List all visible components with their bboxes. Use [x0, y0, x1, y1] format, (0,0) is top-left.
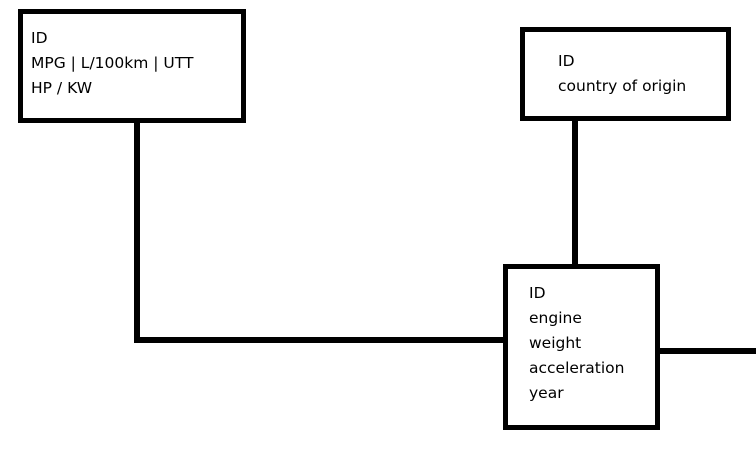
entity-attribute: engine — [529, 309, 582, 327]
entity-attribute: country of origin — [558, 77, 687, 95]
entity-attribute: acceleration — [529, 359, 625, 377]
connector-performance-to-car — [134, 113, 511, 343]
entity-attribute: MPG | L/100km | UTT — [31, 54, 194, 72]
entity-box-origin: ID country of origin — [520, 27, 731, 121]
entity-attribute: ID — [558, 52, 575, 70]
entity-attribute: year — [529, 384, 564, 402]
entity-attribute: ID — [529, 284, 546, 302]
entity-attribute: weight — [529, 334, 582, 352]
entity-attribute: ID — [31, 29, 48, 47]
entity-attribute: HP / KW — [31, 79, 93, 97]
entity-box-car: ID engine weight acceleration year — [503, 264, 660, 430]
entity-box-performance: ID MPG | L/100km | UTT HP / KW — [18, 9, 246, 123]
